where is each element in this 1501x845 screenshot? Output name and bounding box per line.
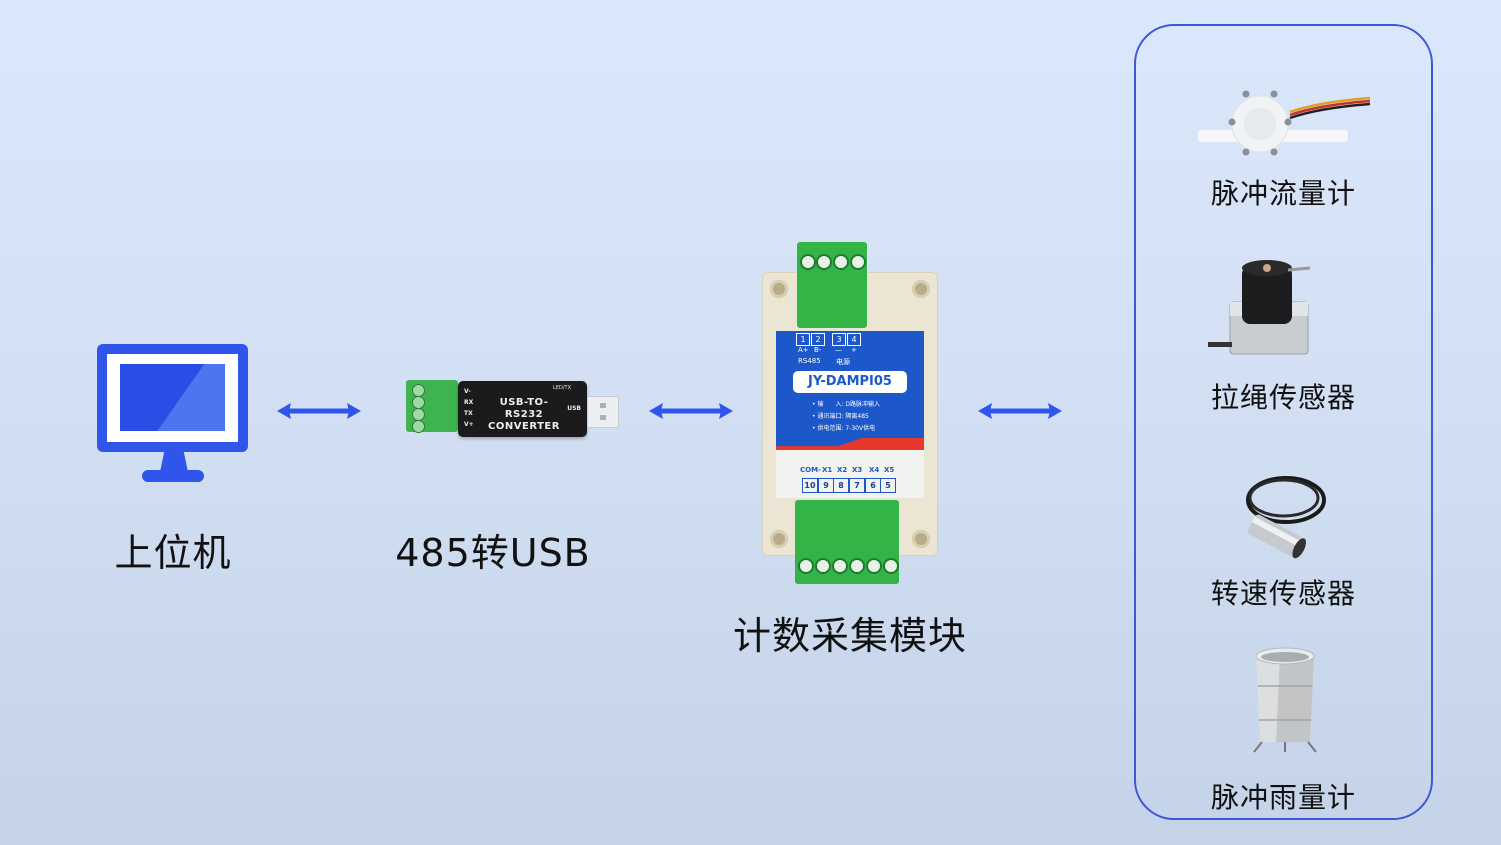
pin-label: RX <box>464 399 474 406</box>
pin-label: V+ <box>464 421 474 428</box>
terminal-number: 6 <box>865 478 881 493</box>
pin-label: TX <box>464 410 473 417</box>
terminal-label: COM- <box>800 466 821 474</box>
flow-meter-image <box>1198 90 1371 156</box>
terminal-label: X1 <box>822 466 833 474</box>
rs485-label: RS485 <box>798 357 821 365</box>
pin-number: 3 <box>832 333 846 346</box>
power-label: 电源 <box>836 358 850 366</box>
terminal-number: 9 <box>818 478 834 493</box>
module-model: JY-DAMPI05 <box>793 371 907 393</box>
bidirectional-arrow-icon <box>277 403 361 419</box>
rain-gauge-image <box>1253 647 1317 753</box>
spec-comm: • 通讯端口: 隔离485 <box>812 413 869 420</box>
terminal-number: 8 <box>833 478 849 493</box>
speed-sensor-image <box>1246 476 1326 559</box>
host-label: 上位机 <box>114 531 232 575</box>
usb-port-label: USB <box>567 405 581 412</box>
pin-label: B- <box>814 346 822 354</box>
pin-label: — <box>835 346 842 354</box>
terminal-label: X2 <box>837 466 848 474</box>
pin-number: 2 <box>811 333 825 346</box>
pin-label: V- <box>464 388 471 395</box>
terminal-number: 7 <box>849 478 865 493</box>
led-label: LED/TX <box>553 385 571 391</box>
pin-label: A+ <box>798 346 809 354</box>
bidirectional-arrow-icon <box>978 403 1062 419</box>
terminal-label: X4 <box>869 466 880 474</box>
draw-wire-sensor-image <box>1208 260 1311 355</box>
converter-subtitle: CONVERTER <box>488 421 560 432</box>
pin-number: 4 <box>847 333 861 346</box>
terminal-label: X3 <box>852 466 863 474</box>
bidirectional-arrow-icon <box>649 403 733 419</box>
sensor-group-panel <box>1134 24 1433 820</box>
pin-number: 1 <box>796 333 810 346</box>
sensor-label: 脉冲雨量计 <box>1210 781 1356 814</box>
sensor-label: 脉冲流量计 <box>1210 177 1356 210</box>
module-label: 计数采集模块 <box>732 614 967 658</box>
terminal-number: 10 <box>802 478 818 493</box>
converter-title: USB-TO-RS232 <box>499 397 549 420</box>
pin-label: + <box>851 346 857 354</box>
terminal-number: 5 <box>880 478 896 493</box>
spec-power: • 供电范围: 7-30V供电 <box>812 425 876 432</box>
spec-input: • 输 入: D路脉冲输入 <box>812 401 880 408</box>
sensor-label: 转速传感器 <box>1210 577 1356 610</box>
terminal-label: X5 <box>884 466 895 474</box>
converter-label: 485转USB <box>395 531 591 575</box>
sensor-label: 拉绳传感器 <box>1210 381 1356 414</box>
